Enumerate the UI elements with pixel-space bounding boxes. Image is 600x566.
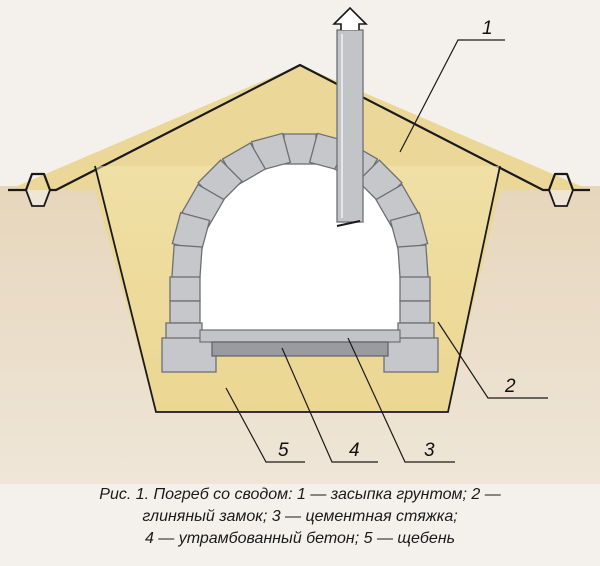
caption-line-1: Рис. 1. Погреб со сводом: 1 — засыпка гр… [99,486,501,503]
callout-5: 5 [278,440,289,461]
leader-4 [281,347,378,463]
air-flow-arrow-icon [332,6,368,30]
wall-stone [169,276,201,302]
wall-stone [399,276,431,302]
callout-4: 4 [349,440,360,461]
callout-2: 2 [504,376,516,397]
leader-2 [437,321,548,399]
cellar-diagram: 1 2 3 4 5 [0,6,600,484]
leader-5 [225,387,305,463]
clay-lock-outline [94,165,501,413]
pipe-damper [336,220,361,227]
foundation-left [161,337,217,373]
leader-3 [347,337,455,463]
wall-stone [169,300,201,324]
roof-outline [8,63,590,192]
leader-lines [225,39,548,463]
vault-stone [171,244,203,280]
rammed-concrete [211,341,389,357]
callout-3: 3 [424,440,435,461]
drain-notch-left [25,189,51,207]
cement-screed [199,329,401,343]
wall-stone [399,300,431,324]
ventilation-pipe [336,29,364,223]
foundation-right [383,337,439,373]
leader-1 [399,39,505,153]
vault-stone [397,244,429,280]
figure-caption: Рис. 1. Погреб со сводом: 1 — засыпка гр… [0,484,600,550]
caption-line-3: 4 — утрамбованный бетон; 5 — щебень [144,530,456,547]
caption-line-2: глиняный замок; 3 — цементная стяжка; [142,508,458,525]
callout-1: 1 [482,18,493,39]
drain-notch-right [548,189,574,207]
